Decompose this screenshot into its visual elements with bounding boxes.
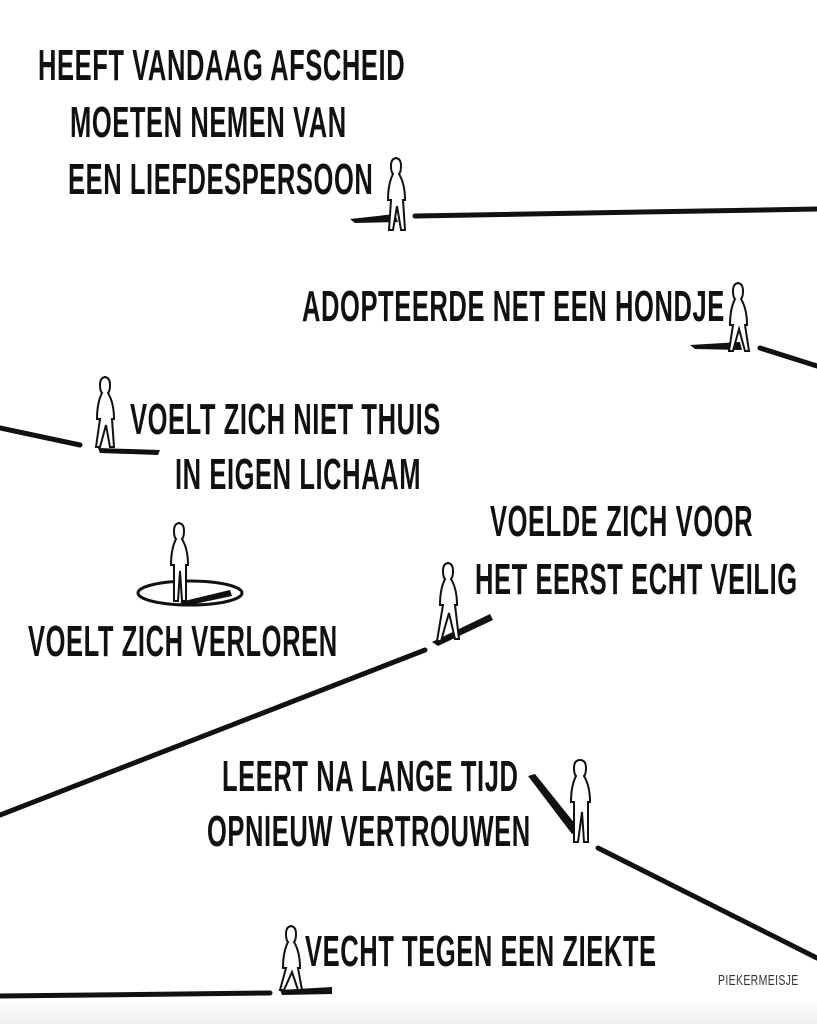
shadow bbox=[98, 448, 160, 455]
caption-afscheid-line2: MOETEN NEMEN VAN bbox=[70, 98, 347, 147]
caption-vertrouwen-line2: OPNIEUW VERTROUWEN bbox=[207, 807, 531, 856]
shadow bbox=[528, 774, 580, 834]
path-line bbox=[0, 647, 428, 818]
shadow bbox=[280, 987, 332, 995]
caption-hondje: ADOPTEERDE NET EEN HONDJE bbox=[302, 282, 725, 331]
shadows bbox=[98, 214, 742, 995]
caption-thuis-line1: VOELT ZICH NIET THUIS bbox=[130, 395, 441, 444]
path-line bbox=[0, 425, 83, 448]
figures bbox=[94, 157, 751, 991]
person-figure bbox=[94, 376, 116, 448]
person-figure bbox=[569, 758, 592, 843]
caption-thuis-line2: IN EIGEN LICHAAM bbox=[175, 450, 422, 499]
path-line bbox=[0, 990, 273, 999]
path-line bbox=[595, 845, 817, 961]
artist-signature: PIEKERMEISJE bbox=[718, 972, 799, 989]
person-figure bbox=[435, 562, 461, 642]
path-line bbox=[412, 206, 817, 219]
shadow bbox=[432, 614, 493, 646]
caption-ziekte: VECHT TEGEN EEN ZIEKTE bbox=[305, 927, 657, 976]
path-line bbox=[757, 345, 817, 369]
shadow bbox=[180, 590, 232, 606]
shadow bbox=[350, 214, 398, 223]
person-figure bbox=[169, 522, 190, 602]
caption-veilig-line1: VOELDE ZICH VOOR bbox=[490, 497, 754, 546]
caption-verloren: VOELT ZICH VERLOREN bbox=[28, 617, 338, 666]
caption-afscheid-line1: HEEFT VANDAAG AFSCHEID bbox=[38, 41, 406, 90]
caption-veilig-line2: HET EERST ECHT VEILIG bbox=[475, 555, 798, 604]
person-figure bbox=[278, 925, 304, 991]
caption-vertrouwen-line1: LEERT NA LANGE TIJD bbox=[222, 752, 519, 801]
circle-ring bbox=[136, 579, 244, 607]
person-figure bbox=[727, 282, 751, 352]
caption-afscheid-line3: EEN LIEFDESPERSOON bbox=[68, 155, 374, 204]
person-figure bbox=[386, 157, 407, 231]
